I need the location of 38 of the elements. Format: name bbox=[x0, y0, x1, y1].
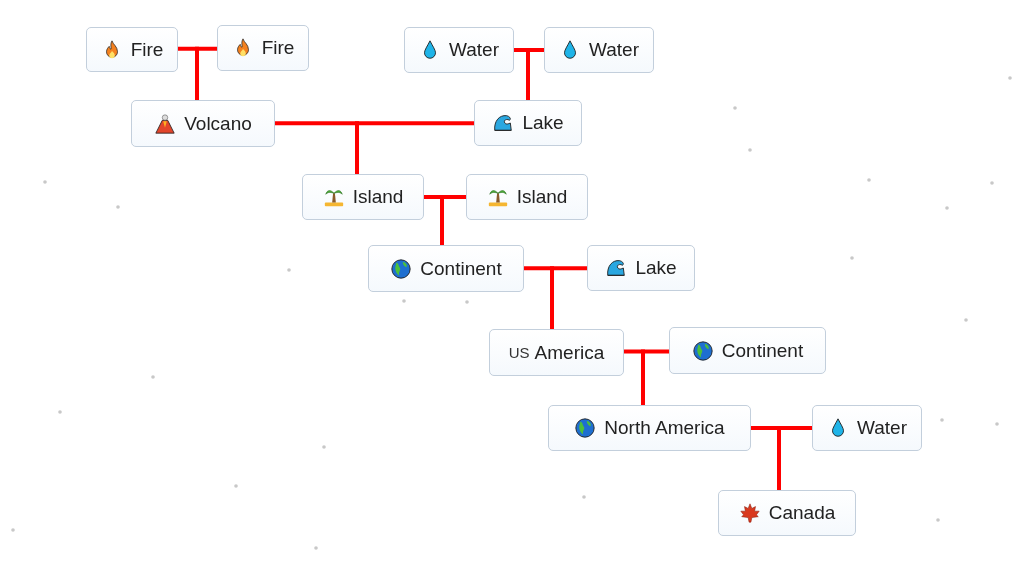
element-card bbox=[544, 27, 654, 73]
element-card bbox=[302, 174, 424, 220]
element-card bbox=[812, 405, 922, 451]
connector-line bbox=[777, 426, 812, 490]
connector-line bbox=[641, 349, 669, 405]
element-card bbox=[489, 329, 624, 376]
element-name: Lake bbox=[635, 257, 677, 279]
element-card bbox=[368, 245, 524, 292]
element-card bbox=[587, 245, 695, 291]
connector-line bbox=[195, 46, 217, 100]
element-name: North America bbox=[604, 417, 725, 439]
element-card bbox=[669, 327, 826, 374]
element-name: Lake bbox=[522, 112, 564, 134]
connector-line bbox=[550, 266, 587, 329]
element-name: Water bbox=[449, 39, 499, 61]
element-card bbox=[404, 27, 514, 73]
element-name: Continent bbox=[721, 339, 804, 362]
element-name: Canada bbox=[768, 502, 836, 524]
element-name: Water bbox=[857, 417, 907, 439]
element-card bbox=[474, 100, 582, 146]
element-card bbox=[718, 490, 856, 536]
element-card bbox=[466, 174, 588, 220]
element-name: Volcano bbox=[184, 112, 252, 135]
element-card bbox=[86, 27, 178, 72]
element-name: Island bbox=[516, 186, 568, 208]
element-name: Water bbox=[589, 39, 639, 61]
element-name: Island bbox=[352, 186, 404, 208]
connector-line bbox=[355, 121, 474, 174]
element-name: America bbox=[534, 341, 605, 364]
element-card bbox=[131, 100, 275, 147]
connector-line bbox=[440, 195, 466, 245]
connector-line bbox=[526, 48, 544, 100]
element-name: Fire bbox=[261, 37, 295, 59]
element-name: Fire bbox=[130, 38, 164, 61]
flag-code-text: US bbox=[508, 344, 530, 361]
element-card bbox=[217, 25, 309, 71]
element-card bbox=[548, 405, 751, 451]
element-name: Continent bbox=[420, 257, 502, 280]
